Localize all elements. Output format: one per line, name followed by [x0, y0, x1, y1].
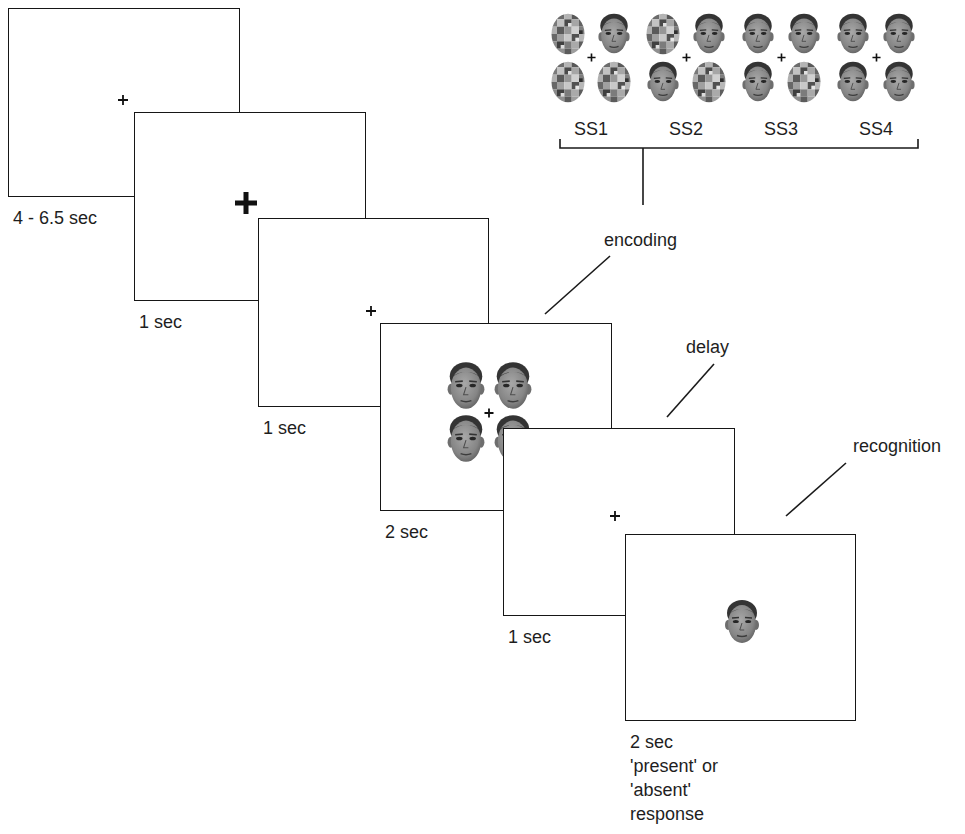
- set-size-panel: [742, 14, 822, 104]
- set-size-label: SS4: [859, 117, 893, 141]
- set-size-label: SS1: [574, 117, 608, 141]
- set-size-panel: [645, 12, 728, 104]
- duration-caption: 1 sec: [508, 625, 618, 649]
- duration-label: 1 sec: [139, 310, 259, 334]
- duration-label: 2 sec: [385, 520, 495, 544]
- phase-label: recognition: [853, 434, 941, 458]
- duration-label: 1 sec: [508, 625, 618, 649]
- duration-caption: 1 sec: [139, 310, 259, 334]
- set-size-label: SS2: [669, 117, 703, 141]
- duration-caption: 2 sec: [385, 520, 495, 544]
- duration-label: 2 sec 'present' or 'absent' response: [630, 730, 735, 826]
- duration-label: 4 - 6.5 sec: [13, 206, 173, 230]
- phase-label: delay: [686, 335, 729, 359]
- set-size-panel: [837, 14, 914, 101]
- duration-caption: 1 sec: [263, 416, 383, 440]
- phase-label: encoding: [604, 228, 677, 252]
- bracket: [560, 139, 918, 205]
- probe-face: [626, 535, 857, 723]
- stimulus-screen: 2 sec 'present' or 'absent' response: [625, 534, 856, 721]
- leader-line: [786, 463, 846, 516]
- duration-label: 1 sec: [263, 416, 383, 440]
- leader-line: [545, 256, 610, 314]
- set-size-panel: [550, 12, 633, 104]
- duration-caption: 4 - 6.5 sec: [13, 206, 173, 230]
- duration-caption: 2 sec 'present' or 'absent' response: [630, 730, 735, 826]
- set-size-label: SS3: [764, 117, 798, 141]
- leader-line: [667, 364, 714, 417]
